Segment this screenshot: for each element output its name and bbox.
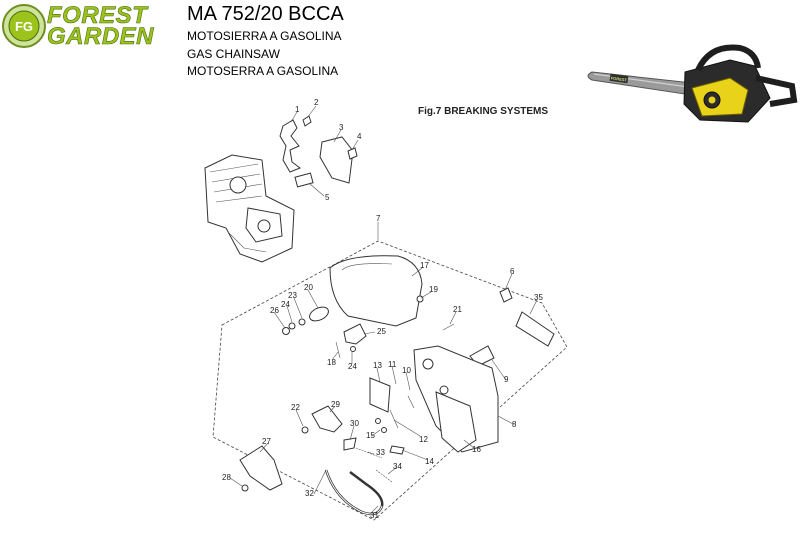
header: FG FOREST GARDEN MA 752/20 BCCA MOTOSIER… [0,0,800,90]
leader-lines [229,105,538,513]
plate-part [319,136,354,184]
part-number: 24 [281,300,290,309]
spring-part [309,306,329,322]
screw-part [241,484,249,492]
brand-logo: FG FOREST GARDEN [0,0,175,55]
logo-emblem-icon: FG [2,4,46,48]
part-number: 2 [314,98,319,107]
brake-lever-part [311,405,343,433]
part-number: 15 [366,431,375,440]
spring-block-part [294,172,314,188]
part-number: 7 [376,214,381,223]
part-number: 25 [377,327,386,336]
figure-title: Fig.7 BREAKING SYSTEMS [418,106,549,117]
bar-plate-part [435,391,477,453]
bracket-part [343,323,367,345]
part-number: 12 [419,435,428,444]
part-number: 3 [339,123,344,132]
pad-part [389,445,405,455]
part-number: 11 [388,360,397,369]
part-number: 19 [429,285,438,294]
part-number: 26 [270,306,279,315]
pin-part [301,426,309,434]
washer-part [288,322,296,330]
description-portuguese: MOTOSERRA A GASOLINA [187,64,339,78]
part-number: 28 [222,473,231,482]
engine-block-illustration [204,154,295,263]
part-number: 1 [295,105,300,114]
guard-part [239,445,283,491]
part-number: 34 [393,462,402,471]
part-number: 10 [402,366,411,375]
description-english: GAS CHAINSAW [187,47,280,61]
part-number: 9 [504,375,509,384]
svg-text:FG: FG [15,19,33,34]
lever-plate-part [369,377,391,413]
part-number: 22 [291,403,300,412]
part-number: 5 [325,193,330,202]
description-spanish: MOTOSIERRA A GASOLINA [187,29,342,43]
washer-part [282,327,290,335]
part-number: 32 [305,489,314,498]
part-number: 33 [376,448,385,457]
part-number: 13 [373,361,382,370]
part-number: 29 [331,400,340,409]
clutch-cover-part [413,345,499,453]
lever-part [279,119,302,173]
pin-part [350,346,356,352]
chainsaw-product-image: FOREST [587,44,798,123]
part-number: 18 [327,358,336,367]
screw-part [302,115,312,127]
svg-text:FOREST: FOREST [610,75,627,82]
part-number-labels: 1 2 3 4 5 6 7 8 9 10 11 12 13 14 15 16 1… [222,98,543,520]
part-number: 16 [472,445,481,454]
part-number: 8 [512,420,517,429]
part-number: 21 [453,305,462,314]
chain-brake-cover-part [329,255,423,327]
label-part [515,311,555,347]
part-number: 4 [357,132,362,141]
part-number: 17 [420,261,429,270]
assembly-group-outline [212,240,568,521]
part-number: 6 [510,267,515,276]
logo-text-forest: FOREST [47,2,148,30]
part-number: 14 [425,457,434,466]
part-number: 35 [534,293,543,302]
link-part [343,437,357,451]
part-number: 31 [370,511,379,520]
part-number: 23 [288,291,297,300]
part-number: 20 [304,283,313,292]
model-code: MA 752/20 BCCA [187,3,344,25]
washer-part [298,318,306,326]
logo-text-garden: GARDEN [47,23,155,51]
nut-part [499,287,513,303]
part-number: 24 [348,362,357,371]
screw-part [416,295,424,303]
part-number: 27 [262,437,271,446]
part-number: 30 [350,419,359,428]
exploded-parts-diagram: 1 2 3 4 5 6 7 8 9 10 11 12 13 14 15 16 1… [204,98,568,521]
